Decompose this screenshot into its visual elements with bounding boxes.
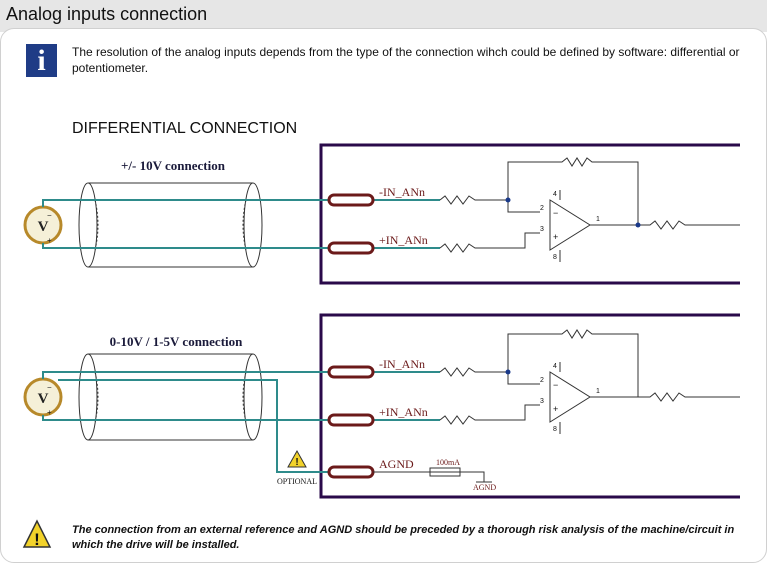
page-title: Analog inputs connection: [6, 4, 208, 24]
connector-pos-top: [327, 241, 375, 255]
connector-pos-bottom: [327, 413, 375, 427]
svg-text:3: 3: [540, 226, 544, 233]
svg-text:3: 3: [540, 398, 544, 405]
neg-input-label-bottom: -IN_ANn: [379, 357, 425, 371]
svg-text:!: !: [34, 530, 40, 549]
fuse-100ma: [429, 467, 461, 477]
svg-text:+: +: [47, 236, 52, 245]
drive-frame-top: [319, 143, 740, 285]
warning-text: The connection from an external referenc…: [72, 524, 735, 551]
optional-warning-icon: !: [287, 449, 307, 468]
cable-label-bottom: 0-10V / 1-5V connection: [110, 334, 244, 349]
svg-text:!: !: [295, 457, 298, 468]
svg-text:V: V: [38, 219, 49, 235]
opamp-top: − + 2 3 4 8 1: [540, 191, 600, 261]
wires-bottom: [42, 371, 440, 473]
voltmeter-top: V − +: [23, 205, 63, 245]
resistors-bottom: [373, 329, 740, 483]
pos-input-label-bottom: +IN_ANn: [379, 405, 428, 419]
svg-text:−: −: [47, 211, 52, 220]
connector-neg-bottom: [327, 365, 375, 379]
svg-text:8: 8: [553, 426, 557, 433]
section-title: DIFFERENTIAL CONNECTION: [72, 120, 297, 137]
svg-text:4: 4: [553, 191, 557, 198]
svg-text:1: 1: [596, 216, 600, 223]
wires-top: [42, 199, 440, 249]
svg-text:−: −: [553, 208, 558, 218]
opamp-bottom: − + 2 3 4 8 1: [540, 363, 600, 433]
resistors-top: [439, 157, 740, 262]
svg-text:4: 4: [553, 363, 557, 370]
svg-text:V: V: [38, 391, 49, 407]
cable-shield-bottom: [78, 353, 263, 441]
svg-text:2: 2: [540, 205, 544, 212]
info-text: The resolution of the analog inputs depe…: [72, 45, 740, 75]
svg-text:+: +: [47, 408, 52, 417]
svg-text:−: −: [553, 380, 558, 390]
cable-label-top: +/- 10V connection: [121, 158, 226, 173]
agnd-label: AGND: [379, 457, 414, 471]
svg-text:1: 1: [596, 388, 600, 395]
fuse-label: 100mA: [436, 458, 460, 467]
svg-text:8: 8: [553, 254, 557, 261]
warning-icon: !: [22, 519, 52, 549]
agnd-ground-label: AGND: [473, 483, 496, 492]
connector-neg-top: [327, 193, 375, 207]
pos-input-label-top: +IN_ANn: [379, 233, 428, 247]
svg-text:+: +: [553, 232, 558, 242]
svg-text:−: −: [47, 383, 52, 392]
content-panel: [0, 28, 767, 563]
optional-label: OPTIONAL: [277, 477, 317, 486]
svg-text:2: 2: [540, 377, 544, 384]
cable-shield-top: [78, 182, 263, 268]
connector-agnd: [327, 465, 375, 479]
neg-input-label-top: -IN_ANn: [379, 185, 425, 199]
svg-text:+: +: [553, 404, 558, 414]
drive-frame-bottom: [319, 313, 740, 499]
title-bar: Analog inputs connection: [0, 0, 767, 32]
info-icon: i: [26, 44, 57, 77]
voltmeter-bottom: V − +: [23, 377, 63, 417]
